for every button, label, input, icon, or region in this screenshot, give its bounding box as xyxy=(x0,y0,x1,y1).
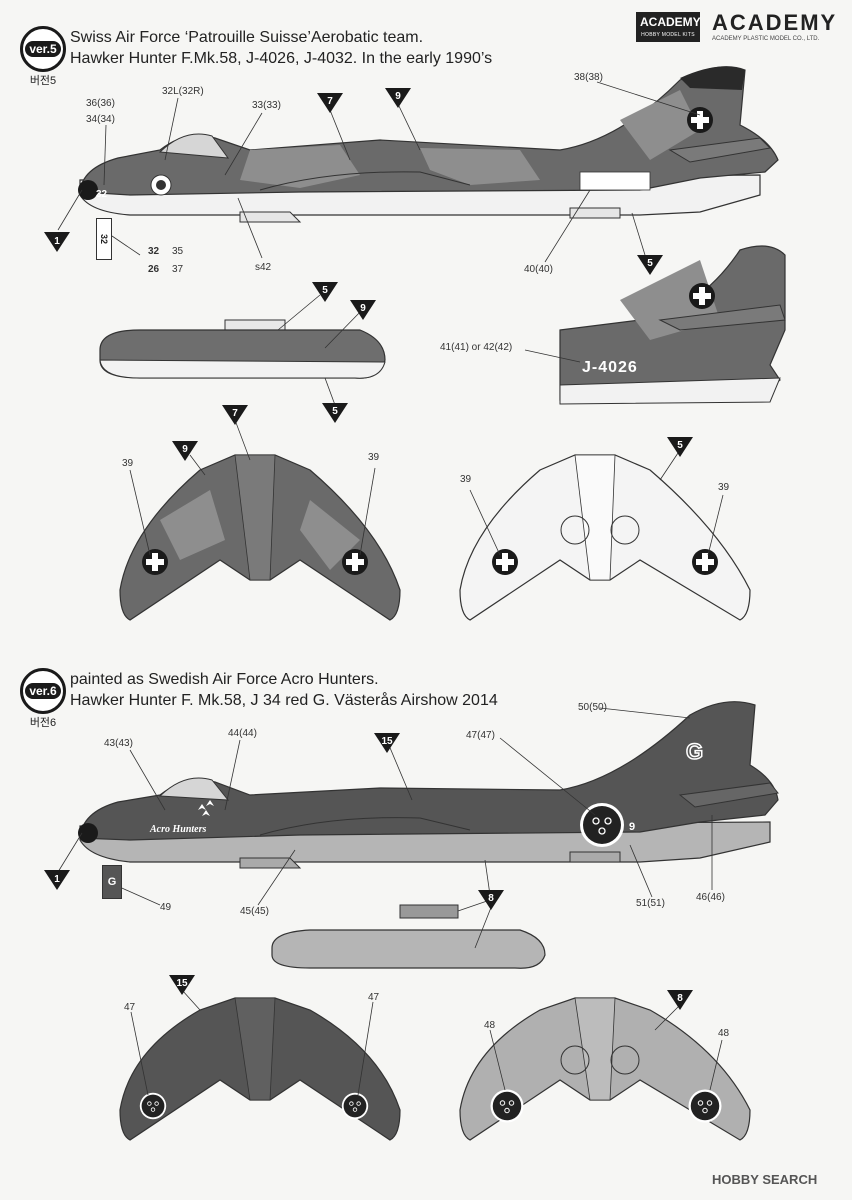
callout-49: 49 xyxy=(160,902,172,913)
callout-36: 36(36) xyxy=(86,98,115,109)
ver6-drop-tank xyxy=(271,904,546,969)
leader-lines xyxy=(57,81,724,1096)
color-marker-m7b: 7 xyxy=(222,405,248,425)
svg-text:7: 7 xyxy=(327,96,333,107)
academy-box-logo-text: ACADEMY xyxy=(640,15,701,29)
ver6-side-view xyxy=(78,701,779,869)
ver6-badge: ver.6 xyxy=(20,668,66,714)
svg-text:8: 8 xyxy=(677,993,683,1004)
decal-box-number: 32 xyxy=(98,233,109,245)
color-marker-m1a: 1 xyxy=(44,232,70,252)
callout-n32: 32 xyxy=(148,246,160,257)
color-marker-m9b: 9 xyxy=(350,300,376,320)
color-marker-m1b: 1 xyxy=(44,870,70,890)
ver6-badge-sub: 버전6 xyxy=(29,717,57,729)
svg-text:5: 5 xyxy=(677,440,683,451)
callout-41: 41(41) or 42(42) xyxy=(440,342,513,353)
color-marker-m15b: 15 xyxy=(169,975,195,995)
color-marker-m5a: 5 xyxy=(637,255,663,275)
callout-39a: 39 xyxy=(122,458,134,469)
color-marker-m5d: 5 xyxy=(667,437,693,457)
callout-50: 50(50) xyxy=(578,702,607,713)
callout-39d: 39 xyxy=(718,482,730,493)
callout-51: 51(51) xyxy=(636,898,665,909)
academy-box-logo: ACADEMY HOBBY MODEL KITS xyxy=(636,12,701,42)
svg-text:9: 9 xyxy=(395,91,401,102)
color-marker-m5b: 5 xyxy=(312,282,338,302)
color-marker-m9c: 9 xyxy=(172,441,198,461)
ver6-title-line1: painted as Swedish Air Force Acro Hunter… xyxy=(70,671,379,688)
academy-box-logo-sub: HOBBY MODEL KITS xyxy=(641,32,695,38)
callout-34: 34(34) xyxy=(86,114,115,125)
ver5-title-line1: Swiss Air Force ‘Patrouille Suisse’Aerob… xyxy=(70,29,424,46)
decal-letter: G xyxy=(107,876,117,888)
ver6-title: painted as Swedish Air Force Acro Hunter… xyxy=(70,669,498,711)
callout-39b: 39 xyxy=(368,452,380,463)
color-marker-m8a: 8 xyxy=(478,890,504,910)
svg-text:7: 7 xyxy=(232,408,238,419)
ver5-drop-tank xyxy=(99,319,386,379)
color-marker-m5c: 5 xyxy=(322,403,348,423)
color-marker-m7a: 7 xyxy=(317,93,343,113)
ver5-tail-detail xyxy=(559,245,786,405)
color-marker-m9a: 9 xyxy=(385,88,411,108)
callout-48a: 48 xyxy=(484,1020,496,1031)
ver5-upper-wing xyxy=(119,454,401,621)
callout-47b: 47 xyxy=(368,992,380,1003)
callout-44: 44(44) xyxy=(228,728,257,739)
ver5-badge-sub: 버전5 xyxy=(29,75,57,87)
academy-wordmark-text: ACADEMY xyxy=(712,10,838,35)
svg-text:5: 5 xyxy=(322,285,328,296)
ver6-upper-wing xyxy=(119,997,401,1141)
ver5-side-view xyxy=(78,66,779,223)
callout-39c: 39 xyxy=(460,474,472,485)
svg-text:15: 15 xyxy=(381,736,393,747)
acro-hunters-text: Acro Hunters xyxy=(149,824,207,835)
ver6-badge-group: ver.6 버전6 xyxy=(20,668,66,730)
decal-box-32: 32 xyxy=(96,218,112,260)
callout-40: 40(40) xyxy=(524,264,553,275)
ver5-badge: ver.5 xyxy=(20,26,66,72)
callout-38: 38(38) xyxy=(574,72,603,83)
callout-46: 46(46) xyxy=(696,892,725,903)
callout-37: 37 xyxy=(172,264,184,275)
callout-48b: 48 xyxy=(718,1028,730,1039)
svg-text:5: 5 xyxy=(647,258,653,269)
callout-47: 47(47) xyxy=(466,730,495,741)
academy-wordmark-sub: ACADEMY PLASTIC MODEL CO., LTD. xyxy=(712,36,820,42)
svg-text:9: 9 xyxy=(182,444,188,455)
ver5-lower-wing xyxy=(459,454,751,621)
callout-47a: 47 xyxy=(124,1002,136,1013)
svg-text:1: 1 xyxy=(54,236,60,247)
ver5-title: Swiss Air Force ‘Patrouille Suisse’Aerob… xyxy=(70,27,492,69)
serial-number: J-4026 xyxy=(582,359,638,376)
ver6-lower-wing xyxy=(459,997,751,1141)
svg-text:9: 9 xyxy=(360,303,366,314)
callout-45: 45(45) xyxy=(240,906,269,917)
callout-32l: 32L(32R) xyxy=(162,86,204,97)
callout-33: 33(33) xyxy=(252,100,281,111)
callout-43: 43(43) xyxy=(104,738,133,749)
ver6-title-line2: Hawker Hunter F. Mk.58, J 34 red G. Väst… xyxy=(70,692,498,709)
callout-s42: s42 xyxy=(255,262,272,273)
svg-text:1: 1 xyxy=(54,874,60,885)
fin-number: 9 xyxy=(629,821,635,833)
tail-letter: G xyxy=(686,739,703,764)
svg-text:8: 8 xyxy=(488,893,494,904)
callout-n26: 26 xyxy=(148,264,160,275)
nose-number: 32 xyxy=(96,189,108,200)
callout-35: 35 xyxy=(172,246,184,257)
svg-text:15: 15 xyxy=(176,978,188,989)
color-marker-m15a: 15 xyxy=(374,733,400,753)
academy-wordmark: ACADEMY ACADEMY PLASTIC MODEL CO., LTD. xyxy=(712,10,837,42)
ver5-title-line2: Hawker Hunter F.Mk.58, J-4026, J-4032. I… xyxy=(70,50,493,67)
decal-box-g: G xyxy=(102,865,122,899)
svg-text:5: 5 xyxy=(332,406,338,417)
color-marker-m8b: 8 xyxy=(667,990,693,1010)
hobby-search-watermark: HOBBY SEARCH xyxy=(712,1172,818,1187)
ver5-badge-group: ver.5 버전5 xyxy=(20,26,66,88)
